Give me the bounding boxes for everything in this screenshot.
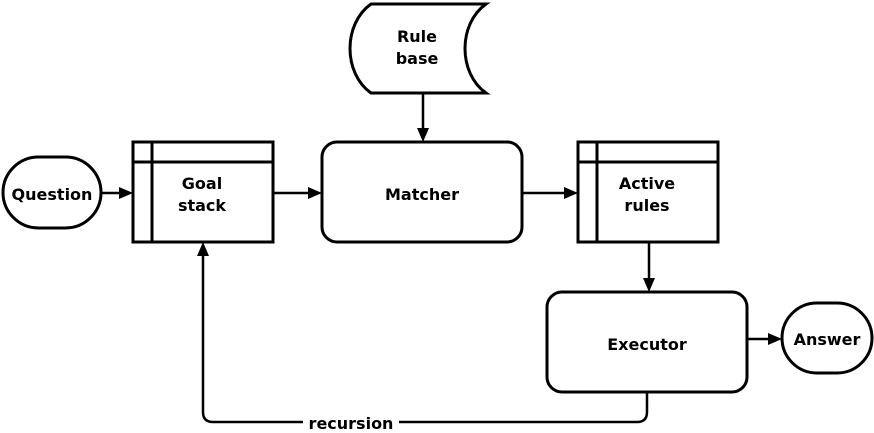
edge-matcher-to-active-rules [522,187,578,199]
question-label: Question [12,185,93,204]
executor-label: Executor [607,335,687,354]
goal-stack-label-line1: Goal [182,174,222,193]
node-rule-base: Rule base [348,2,491,95]
active-rules-shape [576,140,720,244]
edge-recursion-path [201,256,649,424]
edge-question-to-goal-stack [101,187,133,199]
edge-rule-base-to-matcher-arrowhead [417,128,429,142]
active-rules-label-line1: Active [619,174,675,193]
active-rules-label-line2: rules [624,196,669,215]
edge-goal-stack-to-matcher-arrowhead [308,187,322,199]
rule-base-label-line1: Rule [397,27,437,46]
node-goal-stack: Goal stack [131,140,275,244]
edge-recursion-arrowhead [197,242,209,256]
node-active-rules: Active rules [576,140,720,244]
edge-active-rules-to-executor [643,242,655,292]
answer-shape [780,301,874,375]
rule-base-label-line2: base [396,49,439,68]
node-matcher: Matcher [320,140,524,244]
node-executor: Executor [545,290,749,394]
edge-executor-to-answer [747,333,782,345]
edge-recursion-label-bg [303,411,399,433]
rule-base-shape [348,2,491,95]
edge-active-rules-to-executor-arrowhead [643,278,655,292]
edge-question-to-goal-stack-arrowhead [119,187,133,199]
matcher-label: Matcher [385,185,459,204]
edge-executor-to-answer-arrowhead [768,333,782,345]
edge-rule-base-to-matcher [417,93,429,142]
goal-stack-label-line2: stack [178,196,226,215]
edge-recursion: recursion [197,242,649,433]
answer-label: Answer [794,330,861,349]
edge-matcher-to-active-rules-arrowhead [564,187,578,199]
goal-stack-shape [131,140,275,244]
edge-recursion-label: recursion [309,414,394,433]
node-answer: Answer [780,301,874,375]
edge-goal-stack-to-matcher [273,187,322,199]
node-question: Question [1,155,103,230]
